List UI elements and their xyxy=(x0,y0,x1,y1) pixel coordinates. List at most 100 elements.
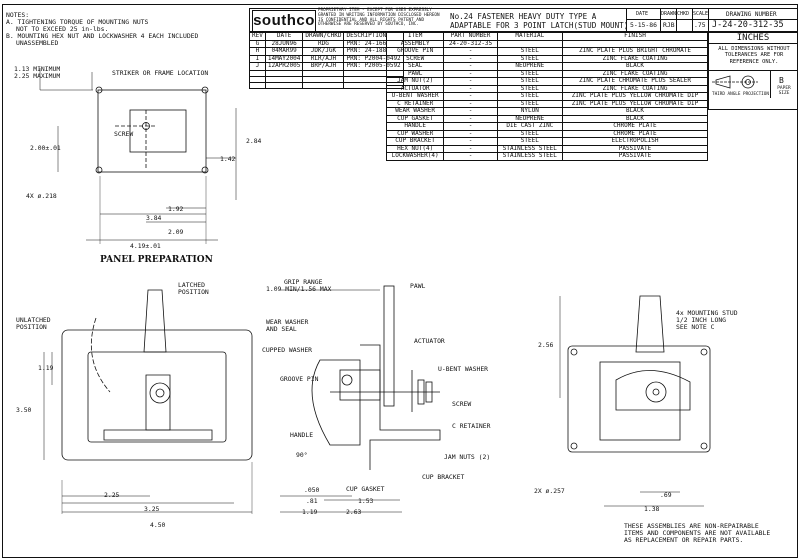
pawl-back xyxy=(635,295,665,353)
dim-113-min: 1.13 MINIMUM xyxy=(14,65,61,73)
note-a-line2: NOT TO EXCEED 25 in-lbs. xyxy=(16,25,109,33)
dim-200: 2.00±.01 xyxy=(30,144,61,152)
cup-bracket xyxy=(360,344,441,470)
jam-nut xyxy=(425,381,433,403)
date-value: 5-15-86 xyxy=(630,21,657,29)
bom-cell: PASSIVATE xyxy=(561,152,709,161)
dim-284: 2.84 xyxy=(246,137,262,145)
latched-position-label: POSITION xyxy=(178,288,209,296)
handle-label: HANDLE xyxy=(290,431,314,439)
side-dim-263: 2.63 xyxy=(346,508,362,516)
cup-gasket-label: CUP GASKET xyxy=(346,485,385,493)
groove-pin xyxy=(341,374,353,386)
striker-label: STRIKER OR FRAME LOCATION xyxy=(112,69,209,77)
drawn-value: RJB xyxy=(663,21,675,29)
paper-size-letter: B xyxy=(779,76,784,85)
dim-192: 1.92 xyxy=(168,205,184,213)
c-retainer-label: C RETAINER xyxy=(452,422,491,430)
drawing-title-line2: ADAPTABLE FOR 3 POINT LATCH(STUD MOUNT) xyxy=(450,21,629,30)
date-label: DATE xyxy=(636,11,649,17)
mounting-stud-length: 1/2 INCH LONG xyxy=(676,316,727,324)
angle-label: 90° xyxy=(296,451,308,459)
paper-size-label: PAPER SIZE xyxy=(777,86,791,96)
grip-range-label: GRIP RANGE xyxy=(284,278,323,286)
tolerance-note: ALL DIMENSIONS WITHOUT TOLERANCES ARE FO… xyxy=(718,46,790,65)
dim-225-max: 2.25 MAXIMUM xyxy=(14,72,61,80)
dim-142: 1.42 xyxy=(220,155,236,163)
scale-label: SCALE xyxy=(693,11,709,17)
mounting-hole-icon xyxy=(95,166,103,174)
note-b-line2: UNASSEMBLED xyxy=(16,39,59,47)
unlatched-label: UNLATCHED xyxy=(16,316,51,324)
cup-body xyxy=(311,359,361,446)
groove-pin-label: GROOVE PIN xyxy=(280,375,319,383)
side-dim-050: .050 xyxy=(304,486,320,494)
stud-icon xyxy=(570,442,578,450)
mounting-stud-label: 4x MOUNTING STUD xyxy=(676,309,738,317)
latched-label: LATCHED xyxy=(178,281,205,289)
front-dim-350: 3.50 xyxy=(16,406,32,414)
mounting-hole-icon xyxy=(95,86,103,94)
scale-value: .75 xyxy=(694,21,706,29)
side-dim-153: 1.53 xyxy=(358,497,374,505)
back-dim-256: 2.56 xyxy=(538,341,554,349)
front-dim-450: 4.50 xyxy=(150,521,166,529)
non-repairable-note-1: THESE ASSEMBLIES ARE NON-REPAIRABLE xyxy=(624,522,759,530)
title-block xyxy=(249,8,798,32)
back-flange xyxy=(567,345,711,453)
back-dim-69: .69 xyxy=(660,491,672,499)
back-cup xyxy=(599,361,681,441)
jam-nuts-label: JAM NUTS (2) xyxy=(444,453,491,461)
cupped-washer-label: CUPPED WASHER xyxy=(262,346,313,354)
screw-side-label: SCREW xyxy=(452,400,472,408)
screw-label: SCREW xyxy=(114,130,134,138)
unlatched-position-label: POSITION xyxy=(16,323,47,331)
note-b: B. MOUNTING HEX NUT AND LOCKWASHER 4 EAC… xyxy=(6,32,199,40)
front-bezel-outer xyxy=(61,329,253,461)
striker-window xyxy=(129,109,187,153)
stud-icon xyxy=(700,348,708,356)
non-repairable-note-3: AS REPLACEMENT OR REPAIR PARTS. xyxy=(624,536,744,544)
bom-cell: STAINLESS STEEL xyxy=(496,152,563,161)
latched-handle xyxy=(143,289,167,353)
mounting-hole-icon xyxy=(201,166,209,174)
pawl xyxy=(383,285,395,407)
logo-text: southco xyxy=(253,12,315,29)
dim-419: 4.19±.01 xyxy=(130,242,161,250)
back-dim-138: 1.38 xyxy=(644,505,660,513)
bom-cell: - xyxy=(443,152,498,161)
proprietary-notice: PROPRIETARY ITEM - EXCEPT FOR USES EXPRE… xyxy=(318,8,440,28)
dim-209: 2.09 xyxy=(168,228,184,236)
side-dim-119: 1.19 xyxy=(302,508,318,516)
mounting-hole-icon xyxy=(201,86,209,94)
drawing-border xyxy=(2,4,798,558)
note-a: A. TIGHTENING TORQUE OF MOUNTING NUTS xyxy=(6,18,149,26)
actuator-label: ACTUATOR xyxy=(414,337,445,345)
front-dim-119: 1.19 xyxy=(38,364,54,372)
cup-bracket-label: CUP BRACKET xyxy=(422,473,465,481)
jam-nut xyxy=(417,379,425,405)
handle-pivot xyxy=(149,382,171,404)
pawl-label: PAWL xyxy=(410,282,426,290)
drawing-number-label: DRAWING NUMBER xyxy=(726,11,777,18)
drawing-number-value: J-24-20-312-35 xyxy=(712,20,784,30)
panel-cutout xyxy=(97,89,207,173)
units-label: INCHES xyxy=(736,33,770,43)
southco-logo: southco xyxy=(252,10,316,32)
side-dim-81: .81 xyxy=(306,497,318,505)
bill-of-materials: ITEM PART NUMBER MATERIAL FINISH ASSEMBL… xyxy=(385,32,709,161)
front-dim-225: 2.25 xyxy=(104,491,120,499)
non-repairable-note-2: ITEMS AND COMPONENTS ARE NOT AVAILABLE xyxy=(624,529,771,537)
drawing-title-line1: No.24 FASTENER HEAVY DUTY TYPE A xyxy=(450,12,597,21)
handle-tee xyxy=(103,429,213,441)
units-box xyxy=(708,32,798,110)
dim-384: 3.84 xyxy=(146,214,162,222)
front-bezel-inner xyxy=(87,351,227,443)
panel-preparation-title: PANEL PREPARATION xyxy=(100,255,213,265)
